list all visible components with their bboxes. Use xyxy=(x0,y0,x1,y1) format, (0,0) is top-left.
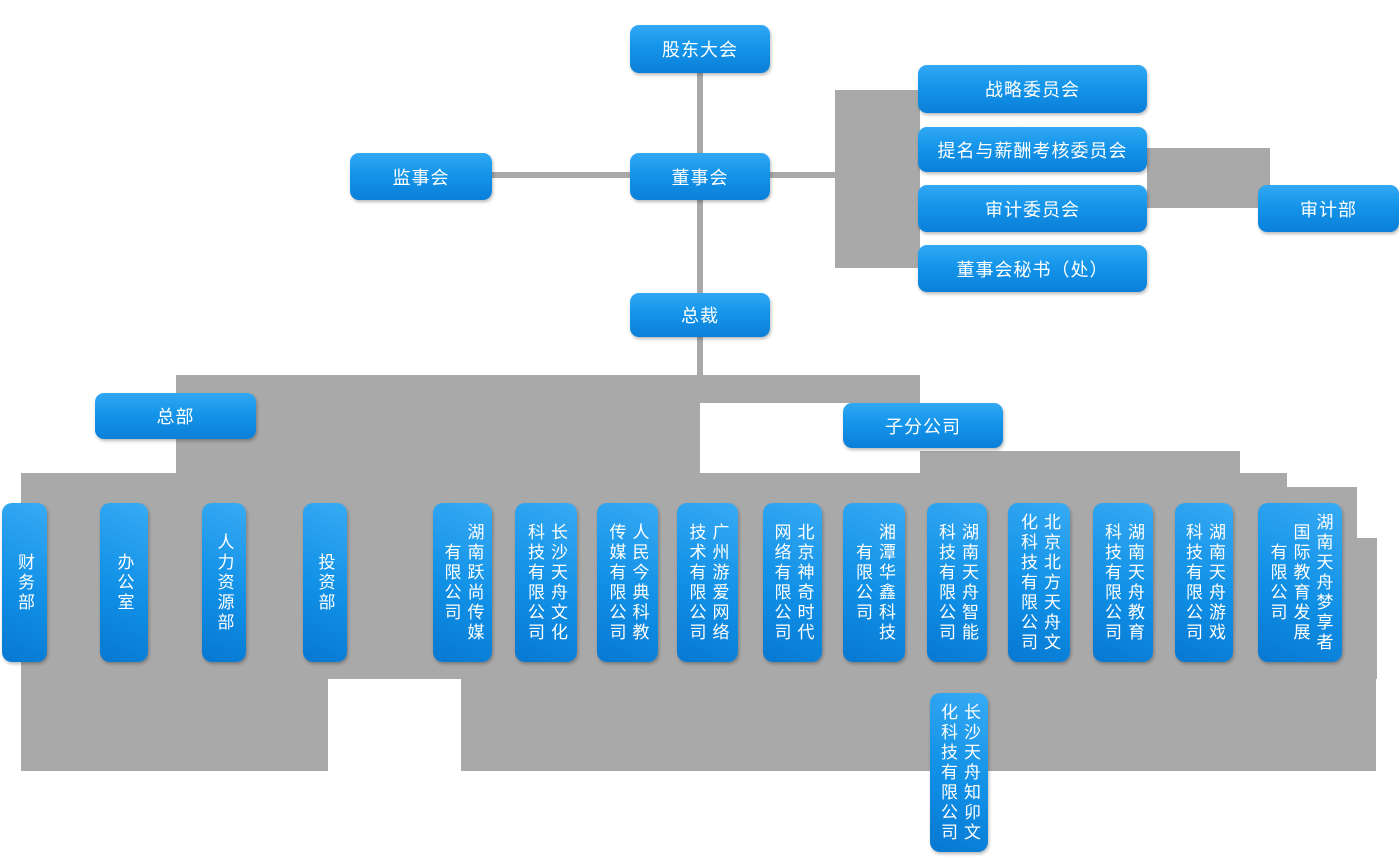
connector-committee-bar xyxy=(835,90,920,268)
node-label: 人民今典科教 传媒有限公司 xyxy=(606,522,649,643)
node-label: 人力资源部 xyxy=(214,532,234,633)
connector-deep-left xyxy=(21,679,328,771)
node-label: 财务部 xyxy=(15,552,34,613)
node-label: 湖南天舟游戏 科技有限公司 xyxy=(1183,522,1225,643)
node-headquarters: 总部 xyxy=(95,393,256,439)
node-audit-committee: 审计委员会 xyxy=(918,185,1147,232)
node-label: 北京北方天舟文 化科技有限公司 xyxy=(1018,512,1060,653)
node-board-of-directors: 董事会 xyxy=(630,153,770,200)
connector-band-left xyxy=(176,375,700,473)
connector-deep-mid xyxy=(461,679,1376,771)
node-label: 投资部 xyxy=(315,552,335,613)
node-president: 总裁 xyxy=(630,293,770,337)
node-shareholders-meeting: 股东大会 xyxy=(630,25,770,73)
node-label: 湖南天舟梦享者 国际教育发展 有限公司 xyxy=(1267,512,1333,653)
node-label: 湖南跃尚传媒 有限公司 xyxy=(441,522,484,643)
node-company-shenqi-shidai: 北京神奇时代 网络有限公司 xyxy=(763,503,822,662)
node-label: 提名与薪酬考核委员会 xyxy=(937,140,1128,161)
node-label: 湘潭华鑫科技 有限公司 xyxy=(853,522,895,643)
node-company-beifang-tianzhou: 北京北方天舟文 化科技有限公司 xyxy=(1008,503,1070,662)
connector-supervisory-board xyxy=(492,172,632,178)
node-label: 湖南天舟教育 科技有限公司 xyxy=(1102,522,1144,643)
node-company-tianzhou-zhineng: 湖南天舟智能 科技有限公司 xyxy=(927,503,987,662)
connector-board-president xyxy=(697,199,703,293)
node-dept-investment: 投资部 xyxy=(303,503,347,662)
node-label: 审计委员会 xyxy=(985,199,1080,220)
node-dept-finance: 财务部 xyxy=(2,503,47,662)
connector-right-step-2 xyxy=(1357,538,1377,679)
node-label: 监事会 xyxy=(392,167,450,188)
node-label: 总部 xyxy=(156,407,195,427)
node-nomination-remuneration-committee: 提名与薪酬考核委员会 xyxy=(918,127,1147,172)
node-label: 股东大会 xyxy=(662,40,738,60)
connector-president-down xyxy=(697,337,703,379)
connector-board-committees xyxy=(770,172,837,178)
node-label: 总裁 xyxy=(681,306,719,326)
node-board-secretary-office: 董事会秘书（处） xyxy=(918,245,1147,292)
connector-audit-bar xyxy=(1147,148,1270,208)
connector-band-right xyxy=(700,375,920,403)
node-company-yueshang-media: 湖南跃尚传媒 有限公司 xyxy=(433,503,492,662)
node-company-huaxin-tech: 湘潭华鑫科技 有限公司 xyxy=(843,503,905,662)
node-company-tianzhou-games: 湖南天舟游戏 科技有限公司 xyxy=(1175,503,1233,662)
node-company-jindian-media: 人民今典科教 传媒有限公司 xyxy=(597,503,658,662)
node-company-zhimao-culture: 长沙天舟知卯文 化科技有限公司 xyxy=(930,693,988,852)
node-strategy-committee: 战略委员会 xyxy=(918,65,1147,113)
node-company-mengxiangzhe-education: 湖南天舟梦享者 国际教育发展 有限公司 xyxy=(1258,503,1342,662)
node-label: 办公室 xyxy=(114,552,134,613)
node-label: 董事会 xyxy=(671,167,729,188)
node-label: 董事会秘书（处） xyxy=(956,259,1109,280)
node-label: 长沙天舟知卯文 化科技有限公司 xyxy=(938,702,980,843)
node-label: 子分公司 xyxy=(885,416,961,437)
connector-shareholders-board xyxy=(697,73,703,153)
node-dept-human-resources: 人力资源部 xyxy=(202,503,246,662)
connector-subsidiaries-band xyxy=(920,451,1240,473)
node-label: 湖南天舟智能 科技有限公司 xyxy=(936,522,978,643)
node-label: 战略委员会 xyxy=(985,80,1080,100)
node-label: 审计部 xyxy=(1300,199,1357,220)
node-label: 长沙天舟文化 科技有限公司 xyxy=(525,522,567,643)
node-company-tianzhou-education: 湖南天舟教育 科技有限公司 xyxy=(1093,503,1153,662)
node-supervisory-board: 监事会 xyxy=(350,153,492,200)
node-audit-department: 审计部 xyxy=(1258,185,1399,232)
node-label: 广州游爱网络 技术有限公司 xyxy=(686,522,729,643)
node-company-youai-network: 广州游爱网络 技术有限公司 xyxy=(677,503,738,662)
node-company-tianzhou-culture: 长沙天舟文化 科技有限公司 xyxy=(515,503,577,662)
node-label: 北京神奇时代 网络有限公司 xyxy=(771,522,814,643)
node-dept-office: 办公室 xyxy=(100,503,148,662)
node-subsidiaries-group: 子分公司 xyxy=(843,403,1003,448)
